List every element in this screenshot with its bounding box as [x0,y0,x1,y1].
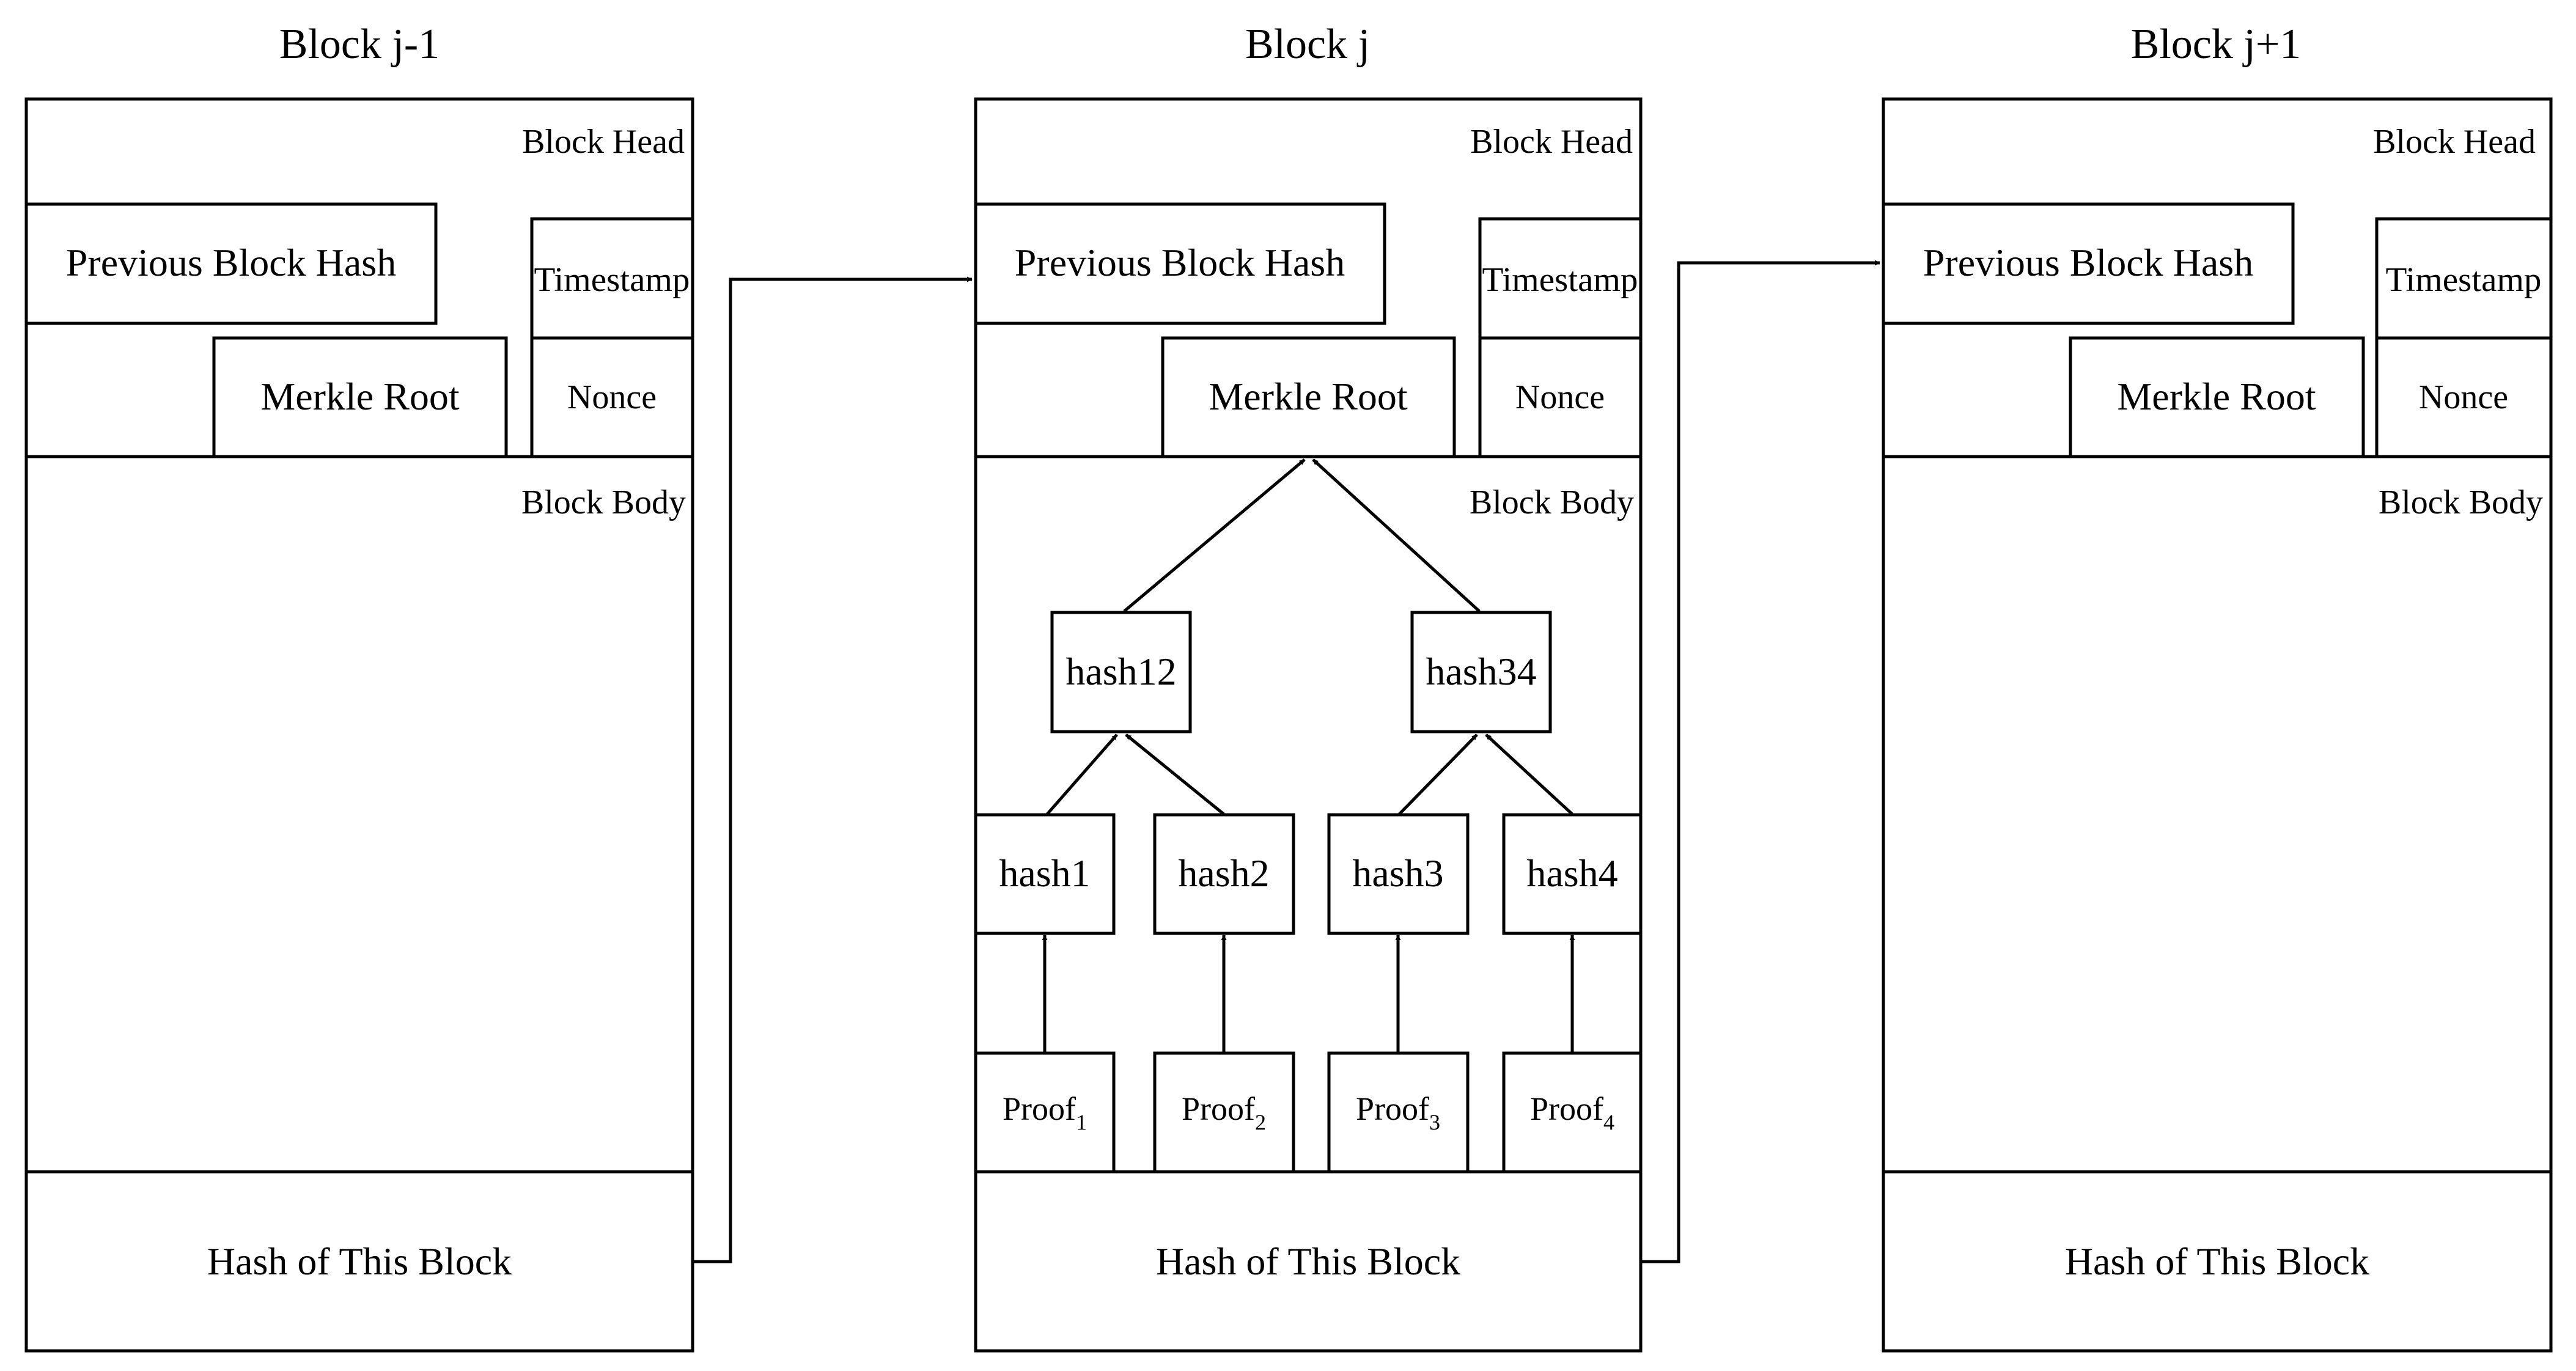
merkle-tree: hash12 hash34 hash1 hash2 hash3 [974,458,1643,1174]
proof-text: Proof [1003,1090,1076,1127]
hash-of-this-block-label: Hash of This Block [207,1240,512,1283]
edge-hash2-to-hash12 [1125,733,1225,815]
nonce-field: Nonce [530,336,694,458]
previous-block-hash-field: Previous Block Hash [24,202,438,325]
block-j-minus-1: Block j-1 Block Head Previous Block Hash… [24,21,694,1353]
hash4-label: hash4 [1526,851,1617,895]
merkle-root-label: Merkle Root [1209,375,1408,418]
block-frame [974,97,1643,1353]
block-body-label: Block Body [1470,483,1634,521]
proof-subscript: 3 [1429,1110,1440,1134]
block-head-label: Block Head [2373,123,2536,161]
hash3-node: hash3 [1327,813,1470,935]
block-frame [24,97,694,1353]
chain-arrow-j-to-j-plus-1 [1641,260,1880,1263]
timestamp-field: Timestamp [1478,217,1643,340]
hash12-node: hash12 [1050,611,1192,733]
previous-block-hash-field: Previous Block Hash [974,202,1386,325]
nonce-label: Nonce [567,378,657,416]
timestamp-label: Timestamp [1482,261,1638,299]
timestamp-field: Timestamp [2375,217,2553,340]
edge-hash1-to-hash12 [1046,733,1118,815]
block-j-plus-1: Block j+1 Block Head Previous Block Hash… [1882,21,2553,1353]
nonce-field: Nonce [2375,336,2553,458]
proof-subscript: 2 [1255,1110,1266,1134]
proof4-label: Proof4 [1530,1090,1614,1134]
block-title: Block j+1 [2131,21,2302,68]
edge-hash34-to-merkle-root [1312,458,1481,612]
nonce-label: Nonce [2419,378,2508,416]
hash4-node: hash4 [1502,813,1643,935]
hash2-node: hash2 [1153,813,1295,935]
proof1-node: Proof1 [974,1051,1116,1174]
hash34-label: hash34 [1426,650,1536,693]
timestamp-field: Timestamp [530,217,694,340]
hash12-label: hash12 [1065,650,1176,693]
block-head-label: Block Head [522,123,685,161]
merkle-root-field: Merkle Root [212,336,508,458]
hash-of-this-block-label: Hash of This Block [1156,1240,1460,1283]
block-title: Block j-1 [279,21,440,68]
proof-text: Proof [1356,1090,1429,1127]
proof-text: Proof [1182,1090,1255,1127]
proof-subscript: 1 [1076,1110,1087,1134]
hash3-label: hash3 [1352,851,1443,895]
block-title: Block j [1245,21,1370,68]
hash2-label: hash2 [1178,851,1269,895]
block-j: Block j Block Head Previous Block Hash T… [974,21,1643,1353]
block-body-label: Block Body [521,483,686,521]
nonce-label: Nonce [1515,378,1605,416]
proof3-node: Proof3 [1327,1051,1470,1174]
proof3-label: Proof3 [1356,1090,1440,1134]
timestamp-label: Timestamp [534,261,690,299]
block-body-label: Block Body [2379,483,2543,521]
merkle-root-field: Merkle Root [1161,336,1456,458]
block-frame [1882,97,2553,1353]
edge-hash3-to-hash34 [1398,733,1478,815]
chain-arrow-j-minus-1-to-j [693,276,973,1263]
hash1-node: hash1 [974,813,1116,935]
proof2-node: Proof2 [1153,1051,1295,1174]
proof-text: Proof [1530,1090,1603,1127]
timestamp-label: Timestamp [2386,261,2542,299]
proof1-label: Proof1 [1003,1090,1087,1134]
edge-hash12-to-merkle-root [1123,458,1306,612]
previous-block-hash-label: Previous Block Hash [66,241,396,284]
previous-block-hash-field: Previous Block Hash [1882,202,2295,325]
proof-subscript: 4 [1603,1110,1614,1134]
merkle-root-label: Merkle Root [260,375,460,418]
merkle-root-field: Merkle Root [2069,336,2365,458]
previous-block-hash-label: Previous Block Hash [1923,241,2253,284]
hash1-label: hash1 [999,851,1090,895]
proof2-label: Proof2 [1182,1090,1266,1134]
merkle-root-label: Merkle Root [2117,375,2316,418]
proof4-node: Proof4 [1502,1051,1643,1174]
hash-of-this-block-label: Hash of This Block [2065,1240,2369,1283]
edge-hash4-to-hash34 [1485,733,1573,815]
block-head-label: Block Head [1470,123,1633,161]
previous-block-hash-label: Previous Block Hash [1015,241,1345,284]
nonce-field: Nonce [1478,336,1643,458]
hash34-node: hash34 [1410,611,1552,733]
